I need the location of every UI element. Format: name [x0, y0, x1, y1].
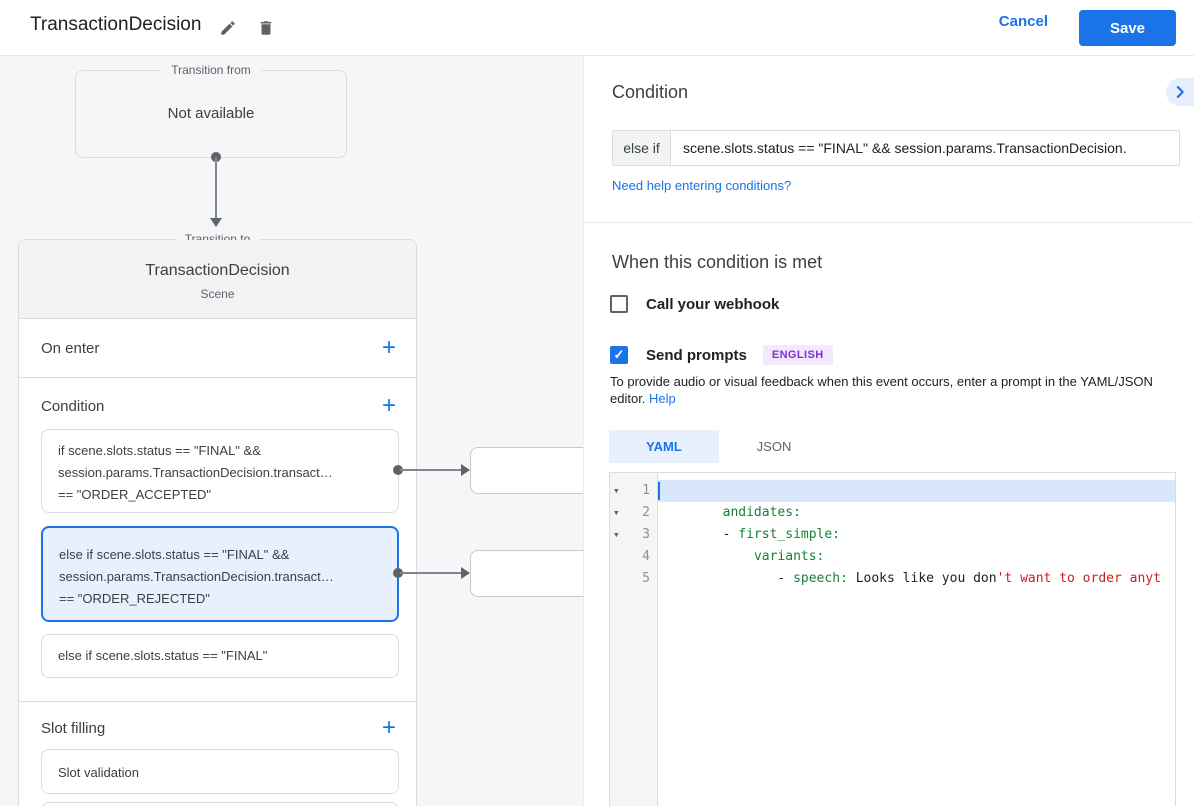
editor-tabs: YAML JSON [609, 430, 829, 463]
section-divider [19, 701, 416, 702]
panel-divider [584, 222, 1194, 223]
cancel-button[interactable]: Cancel [998, 13, 1048, 30]
line-number: 4 [642, 549, 650, 564]
prompt-description-text: To provide audio or visual feedback when… [610, 374, 1153, 406]
fold-toggle-icon[interactable]: ▾ [613, 506, 620, 519]
line-number: 5 [642, 571, 650, 586]
chevron-right-icon [1176, 85, 1184, 99]
edit-scene-button[interactable] [214, 14, 242, 42]
code-line [658, 568, 1175, 590]
arrow-right-icon [461, 464, 470, 476]
trash-icon [260, 21, 272, 35]
condition-card-line: session.params.TransactionDecision.trans… [58, 465, 333, 480]
fold-toggle-icon[interactable]: ▾ [613, 484, 620, 497]
line-number: 3 [642, 527, 650, 542]
arrow-down-icon [210, 218, 222, 227]
on-enter-section: On enter + [19, 319, 416, 378]
connector-dot [393, 568, 403, 578]
page-title: TransactionDecision [30, 14, 202, 35]
tab-yaml[interactable]: YAML [609, 430, 719, 463]
send-prompts-label: Send prompts [646, 346, 747, 364]
send-prompts-row: ✓ Send prompts ENGLISH [610, 345, 833, 365]
slot-filling-section-header: Slot filling + [19, 710, 416, 746]
condition-card-line: if scene.slots.status == "FINAL" && [58, 443, 261, 458]
add-on-enter-button[interactable]: + [381, 334, 396, 361]
condition-card-line: == "ORDER_REJECTED" [59, 591, 210, 606]
partial-card[interactable] [41, 802, 399, 806]
editor-gutter: ▾ 1 ▾ 2 ▾ 3 4 5 [610, 473, 658, 806]
line-number: 1 [642, 483, 650, 498]
transition-target-box[interactable] [470, 447, 583, 494]
scene-diagram-canvas: Transition from Not available Transition… [0, 56, 583, 806]
fold-toggle-icon[interactable]: ▾ [613, 528, 620, 541]
condition-label: Condition [41, 397, 105, 415]
add-slot-button[interactable]: + [381, 714, 396, 741]
arrow-right-icon [461, 567, 470, 579]
help-link[interactable]: Help [649, 391, 676, 406]
connector-dot [393, 465, 403, 475]
webhook-checkbox[interactable] [610, 295, 628, 313]
send-prompts-checkbox[interactable]: ✓ [610, 346, 628, 364]
on-enter-label: On enter [41, 339, 100, 357]
transition-from-value: Not available [167, 105, 255, 122]
tab-json[interactable]: JSON [756, 439, 792, 454]
scene-header[interactable]: TransactionDecision Scene [19, 240, 416, 319]
collapse-panel-button[interactable] [1166, 78, 1194, 106]
condition-card-line: else if scene.slots.status == "FINAL" && [59, 547, 290, 562]
condition-card-final[interactable]: else if scene.slots.status == "FINAL" [41, 634, 399, 678]
text-cursor [658, 482, 660, 500]
editor-code-area[interactable]: andidates: - first_simple: variants: - s… [658, 473, 1175, 806]
condition-card-rejected-selected[interactable]: else if scene.slots.status == "FINAL" &&… [41, 526, 399, 622]
check-icon: ✓ [613, 347, 625, 362]
connector-line [400, 572, 462, 574]
top-bar: TransactionDecision Cancel Save [0, 0, 1194, 56]
code-segment: first_simple: [738, 527, 841, 542]
slot-filling-label: Slot filling [41, 719, 106, 737]
webhook-label: Call your webhook [646, 295, 780, 313]
code-line: andidates: [658, 480, 1175, 520]
yaml-code-editor[interactable]: ▾ 1 ▾ 2 ▾ 3 4 5 andidates: - first [609, 472, 1176, 806]
slot-card-label: Slot validation [58, 765, 139, 780]
line-number: 2 [642, 505, 650, 520]
code-segment: speech: [793, 571, 848, 586]
condition-card-accepted[interactable]: if scene.slots.status == "FINAL" && sess… [41, 429, 399, 513]
code-segment: 't want to order anyt [996, 571, 1161, 586]
add-condition-button[interactable]: + [381, 392, 396, 419]
when-met-title: When this condition is met [612, 252, 823, 272]
code-segment: variants: [753, 549, 825, 564]
code-line: variants: [658, 524, 1175, 564]
condition-card-line: session.params.TransactionDecision.trans… [59, 569, 334, 584]
connector-line [215, 157, 217, 219]
delete-scene-button[interactable] [252, 14, 280, 42]
code-segment: Looks like you don [847, 571, 997, 586]
condition-detail-panel: Condition else if Need help entering con… [583, 56, 1194, 806]
code-segment: - [722, 571, 794, 586]
save-button[interactable]: Save [1079, 10, 1176, 46]
condition-expression-row: else if [612, 130, 1180, 166]
code-segment: - [722, 527, 739, 542]
condition-section-header: Condition + [19, 386, 416, 426]
connector-line [400, 469, 462, 471]
pencil-icon [221, 21, 235, 35]
transition-to-box: Transition to TransactionDecision Scene … [18, 232, 417, 806]
condition-help-link[interactable]: Need help entering conditions? [612, 178, 792, 193]
code-line: - speech: Looks like you don't want to o… [658, 546, 1175, 586]
webhook-row: Call your webhook [610, 295, 779, 313]
scene-name: TransactionDecision [145, 262, 290, 279]
scene-type: Scene [200, 287, 235, 301]
slot-validation-card[interactable]: Slot validation [41, 749, 399, 794]
code-segment: andidates: [722, 505, 801, 520]
transition-from-legend: Transition from [161, 63, 261, 77]
transition-from-box: Transition from Not available [75, 63, 347, 158]
condition-card-line: == "ORDER_ACCEPTED" [58, 487, 211, 502]
language-badge: ENGLISH [762, 345, 833, 365]
panel-title: Condition [612, 82, 689, 102]
condition-card-line: else if scene.slots.status == "FINAL" [58, 648, 268, 663]
code-line: - first_simple: [658, 502, 1175, 542]
condition-expression-input[interactable] [671, 131, 1179, 165]
condition-prefix: else if [613, 131, 671, 165]
transition-target-box[interactable] [470, 550, 583, 597]
prompt-description: To provide audio or visual feedback when… [610, 373, 1166, 407]
